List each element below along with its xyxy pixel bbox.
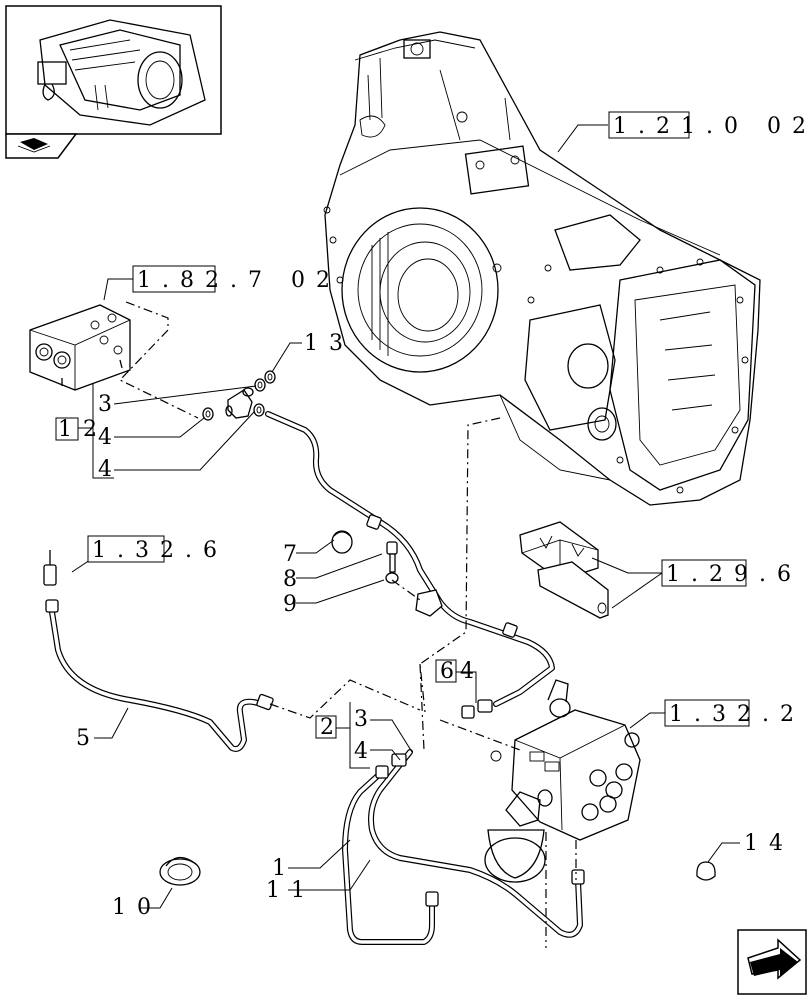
control-valve-assembly: [484, 679, 641, 883]
tube-5: [49, 609, 261, 752]
callout-12: 12: [58, 417, 108, 442]
washer-13: [264, 370, 276, 384]
svg-text:1.82.7 02: 1.82.7 02: [137, 268, 341, 293]
assembly-line-vertical-2: [439, 719, 577, 948]
thumbnail-transmission-image: [37, 19, 206, 126]
svg-text:1.32.6: 1.32.6: [92, 538, 228, 563]
callout-14: 14: [744, 831, 794, 856]
assembly-line-bolt: [391, 579, 421, 601]
tube-bracket: [415, 589, 443, 617]
callout-6: 6: [440, 659, 465, 684]
ref-label-1-21-0-02[interactable]: 1.21.0 02: [608, 111, 812, 139]
ref-label-1-82-7-02[interactable]: 1.82.7 02: [132, 265, 341, 293]
spacer-block: [519, 521, 599, 581]
ref-label-1-32-6[interactable]: 1.32.6: [87, 535, 228, 563]
callout-13: 13: [304, 331, 354, 356]
callout-numbers: 13 3 12 4 4 7 8 9 6 4 3 2 4 5 1 11 10 14: [58, 331, 794, 920]
callout-1: 1: [272, 856, 297, 881]
book-nav-icon[interactable]: [5, 133, 78, 159]
callout-2: 2: [320, 715, 345, 740]
tube-1: [342, 769, 435, 945]
callout-box-12: [55, 417, 79, 441]
mounting-plate: [537, 561, 609, 619]
washer-9: [385, 572, 399, 584]
hose-clamp-10: [159, 856, 201, 886]
clip-7: [331, 530, 353, 554]
assembly-line-tube5: [269, 679, 421, 719]
callout-3-top: 3: [98, 392, 123, 417]
callout-box-2: [315, 715, 337, 739]
svg-text:1.21.0 02: 1.21.0 02: [613, 114, 812, 139]
bolt-8: [386, 541, 398, 573]
tube-11: [368, 749, 583, 938]
callout-4a: 4: [98, 425, 123, 450]
svg-text:1.32.2: 1.32.2: [669, 702, 805, 727]
callout-10: 10: [112, 895, 162, 920]
transmission-housing: [323, 31, 761, 506]
callout-3-mid: 3: [354, 707, 379, 732]
tee-fitting: [225, 387, 254, 419]
seal-3-top: [254, 378, 266, 392]
callout-4b: 4: [98, 457, 123, 482]
ref-label-1-29-6[interactable]: 1.29.6: [661, 559, 802, 587]
callout-4-right: 4: [460, 659, 485, 684]
assembly-line-valve: [118, 301, 199, 419]
seal-4a: [202, 407, 214, 421]
callout-8: 8: [283, 567, 308, 592]
callout-4-mid: 4: [354, 739, 379, 764]
callout-box-6: [435, 659, 457, 683]
ref-label-1-32-2[interactable]: 1.32.2: [664, 699, 805, 727]
valve-block-left: [29, 304, 131, 391]
thumbnail-frame[interactable]: [5, 5, 222, 135]
assembly-line-valve-right: [419, 417, 501, 751]
leader-lines: [71, 124, 740, 909]
callout-11: 11: [266, 878, 316, 903]
callout-5: 5: [76, 726, 101, 751]
seal-4b: [253, 403, 265, 417]
tube-connectors: [43, 514, 585, 907]
next-page-arrow-icon[interactable]: [737, 929, 807, 995]
callout-7: 7: [283, 542, 308, 567]
svg-text:1.29.6: 1.29.6: [666, 562, 802, 587]
cap-14: [696, 861, 716, 881]
callout-9: 9: [283, 592, 308, 617]
tube-main-upper: [265, 411, 555, 707]
